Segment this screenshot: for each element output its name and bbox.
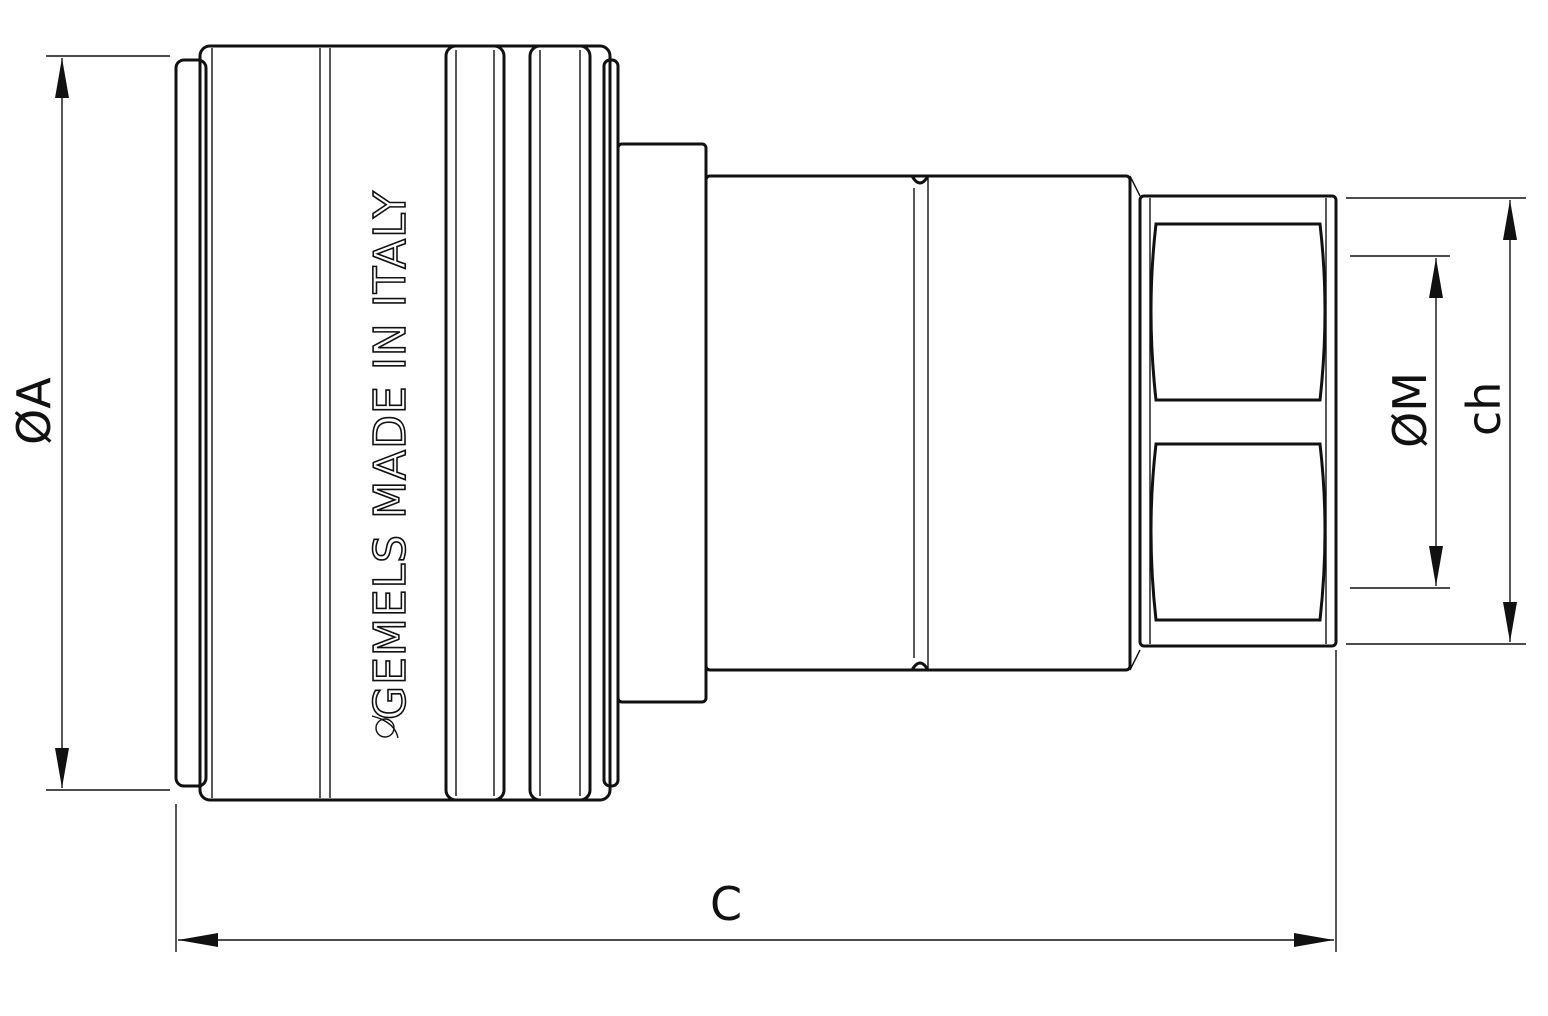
hex-nut xyxy=(1138,194,1338,648)
label-outer-diameter: ØA xyxy=(7,377,61,445)
arrow-right-icon xyxy=(1294,933,1334,947)
dimension-length: C xyxy=(175,650,1337,952)
arrow-down-icon xyxy=(1503,602,1517,642)
arrow-left-icon xyxy=(178,933,218,947)
brand-logo-icon xyxy=(371,715,399,739)
arrow-up-icon xyxy=(1429,258,1443,298)
arrow-up-icon xyxy=(55,58,69,98)
sleeve xyxy=(174,44,620,802)
dimension-thread-diameter: ØM xyxy=(1350,255,1450,589)
arrow-up-icon xyxy=(1503,200,1517,240)
label-length: C xyxy=(710,877,742,931)
dimension-outer-diameter: ØA xyxy=(7,55,170,791)
engraving: GEMELS MADE IN ITALY xyxy=(364,189,417,739)
body-tube xyxy=(704,174,1141,672)
label-hex-size: ch xyxy=(1457,382,1511,436)
dimension-hex-size: ch xyxy=(1346,197,1526,645)
arrow-down-icon xyxy=(1429,546,1443,586)
engraving-text: GEMELS MADE IN ITALY xyxy=(365,190,416,720)
arrow-down-icon xyxy=(55,748,69,788)
collar xyxy=(616,142,708,704)
label-thread-diameter: ØM xyxy=(1383,372,1437,448)
